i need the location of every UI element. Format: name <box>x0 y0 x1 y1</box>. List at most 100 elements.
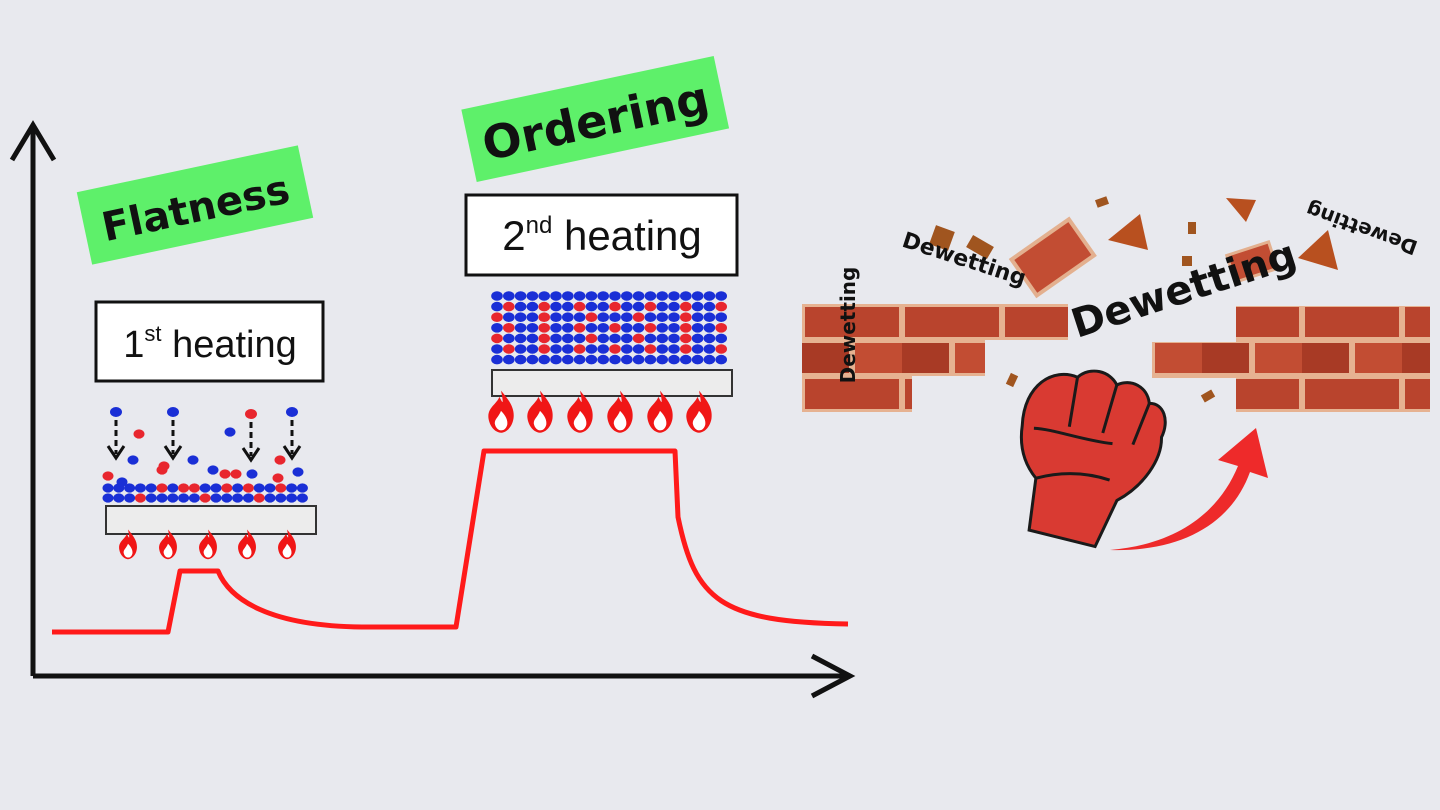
atom <box>691 333 704 344</box>
atom <box>503 323 515 333</box>
second-heater-flames <box>488 390 712 433</box>
atom <box>621 323 633 333</box>
fragment <box>1005 372 1019 388</box>
atom <box>562 333 574 344</box>
atom <box>562 323 574 333</box>
atom <box>491 301 503 312</box>
atom <box>585 312 598 323</box>
atom <box>703 344 716 354</box>
atom <box>491 323 503 333</box>
atom <box>156 483 168 493</box>
atom <box>188 483 200 493</box>
atom <box>644 333 657 344</box>
atom <box>550 312 562 323</box>
atom <box>199 483 211 493</box>
atom <box>609 354 621 365</box>
atom <box>644 312 657 323</box>
atom <box>703 323 716 333</box>
atom <box>668 291 680 301</box>
atom <box>102 471 114 481</box>
atom <box>597 354 609 365</box>
atom <box>715 291 727 301</box>
atom <box>656 291 668 301</box>
atom <box>286 493 298 503</box>
atom <box>491 291 503 301</box>
atom <box>219 469 231 479</box>
atom <box>609 301 621 312</box>
atom <box>221 493 233 503</box>
atom <box>644 323 657 333</box>
first-heating-label: 1st heating <box>123 321 297 366</box>
atom <box>621 333 633 344</box>
atom <box>550 301 562 312</box>
atom <box>703 312 716 323</box>
first-heater-flames <box>119 529 296 560</box>
atom <box>550 344 562 354</box>
flame-inner <box>573 410 587 431</box>
atom <box>145 493 157 503</box>
first-heating-box: 1st heating <box>94 300 325 383</box>
flame-inner <box>163 543 173 558</box>
atom <box>668 354 680 365</box>
atom <box>167 483 179 493</box>
atom <box>296 493 308 503</box>
atom <box>703 333 716 344</box>
flame-icon <box>607 390 633 433</box>
atom <box>585 291 598 301</box>
flatness-highlight <box>76 145 314 265</box>
atom <box>116 477 128 487</box>
atom <box>609 333 621 344</box>
atom <box>609 291 621 301</box>
atom <box>491 354 503 365</box>
fragment <box>1298 230 1338 270</box>
atom <box>680 323 692 333</box>
fragment <box>1188 222 1196 234</box>
atom <box>609 323 621 333</box>
atom <box>562 354 574 365</box>
atom <box>538 354 550 365</box>
flame-icon <box>488 390 514 433</box>
flame-icon <box>159 529 177 560</box>
atom <box>632 344 645 354</box>
atom <box>597 301 609 312</box>
atom <box>585 354 598 365</box>
atom <box>514 312 527 323</box>
atom <box>632 333 645 344</box>
atom <box>113 493 125 503</box>
atom <box>680 312 692 323</box>
atom <box>597 344 609 354</box>
brick-wall-right <box>1152 306 1430 412</box>
temperature-profile <box>52 448 849 635</box>
atom <box>621 354 633 365</box>
atom <box>691 323 704 333</box>
atom <box>538 344 550 354</box>
atom <box>526 323 539 333</box>
atom <box>632 301 645 312</box>
fragment <box>1182 256 1192 266</box>
atom <box>668 301 680 312</box>
brick-wall-left <box>802 304 1068 412</box>
dewetting-text-vertical: Dewetting <box>836 267 860 384</box>
atom <box>526 312 539 323</box>
atom <box>656 323 668 333</box>
atom <box>573 301 586 312</box>
atom <box>715 301 727 312</box>
atom <box>526 333 539 344</box>
atom <box>124 483 136 493</box>
y-axis-arrowhead <box>9 120 57 162</box>
ordering-highlight <box>461 55 730 182</box>
atom <box>503 312 515 323</box>
flame-icon <box>238 529 256 560</box>
atom <box>167 407 179 417</box>
atom <box>503 354 515 365</box>
flame-icon <box>278 529 296 560</box>
atom <box>514 301 527 312</box>
atom <box>127 455 139 465</box>
atom <box>562 291 574 301</box>
flame-inner <box>533 410 547 431</box>
atom <box>503 333 515 344</box>
fragment <box>1226 198 1256 222</box>
atom <box>514 323 527 333</box>
atom <box>691 312 704 323</box>
